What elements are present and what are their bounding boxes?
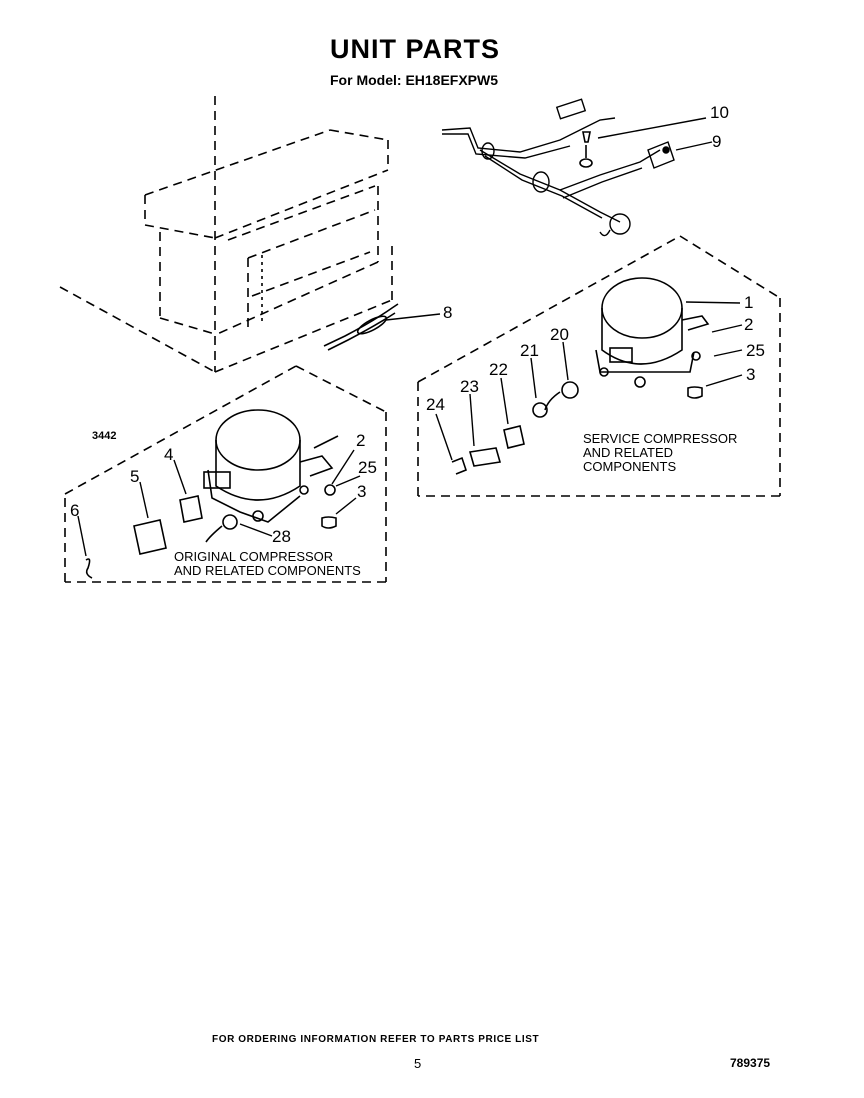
- callout-4: 4: [164, 445, 173, 464]
- figure-number: 3442: [92, 430, 117, 442]
- callout-8: 8: [443, 303, 452, 322]
- original-label-line: ORIGINAL COMPRESSOR: [174, 549, 334, 564]
- service-group-label: SERVICE COMPRESSOR AND RELATED COMPONENT…: [583, 432, 737, 474]
- dryer-part-8: [323, 303, 399, 351]
- service-compressor-box: [417, 235, 781, 497]
- cabinet-outline: [59, 96, 393, 373]
- callout-service-2: 2: [744, 315, 753, 334]
- callout-numbers: 10 9 8 1 2 25 3 20 21 22 23 24 2 25 3 4 …: [70, 103, 765, 546]
- callout-original-25: 25: [358, 458, 377, 477]
- callout-service-1: 1: [744, 293, 753, 312]
- callout-21: 21: [520, 341, 539, 360]
- callout-10: 10: [710, 103, 729, 122]
- callout-service-25: 25: [746, 341, 765, 360]
- callout-6: 6: [70, 501, 79, 520]
- service-start-components: [451, 381, 579, 475]
- callout-23: 23: [460, 377, 479, 396]
- service-label-line: COMPONENTS: [583, 459, 677, 474]
- model-number: EH18EFXPW5: [405, 72, 499, 88]
- original-group-label: ORIGINAL COMPRESSOR AND RELATED COMPONEN…: [174, 550, 361, 578]
- callout-22: 22: [489, 360, 508, 379]
- callout-5: 5: [130, 467, 139, 486]
- callout-24: 24: [426, 395, 445, 414]
- page-title: UNIT PARTS: [330, 34, 500, 64]
- callout-28: 28: [272, 527, 291, 546]
- ordering-note: FOR ORDERING INFORMATION REFER TO PARTS …: [212, 1034, 540, 1045]
- original-compressor: [203, 409, 334, 523]
- callout-original-3: 3: [357, 482, 366, 501]
- callout-9: 9: [712, 132, 721, 151]
- original-start-components: [85, 435, 339, 579]
- service-compressor: [595, 277, 710, 399]
- original-label-line: AND RELATED COMPONENTS: [174, 563, 361, 578]
- leader-lines: [77, 117, 743, 557]
- service-label-line: AND RELATED: [583, 445, 674, 460]
- screw-part-10: [579, 131, 593, 168]
- callout-service-3: 3: [746, 365, 755, 384]
- model-label: For Model:: [330, 72, 402, 88]
- callout-20: 20: [550, 325, 569, 344]
- page-number: 5: [414, 1056, 422, 1071]
- service-label-line: SERVICE COMPRESSOR: [583, 431, 738, 446]
- model-line: For Model: EH18EFXPW5: [330, 72, 498, 88]
- wiring-harness: [441, 98, 675, 237]
- original-compressor-box: [64, 365, 387, 583]
- callout-original-2: 2: [356, 431, 365, 450]
- document-number: 789375: [730, 1056, 771, 1070]
